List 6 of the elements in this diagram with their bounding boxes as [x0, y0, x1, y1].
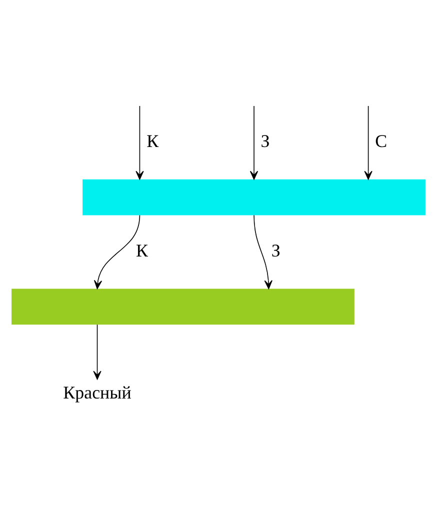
edge-label: К — [146, 131, 159, 152]
edge-label: С — [375, 131, 388, 152]
edge-label: З — [260, 131, 270, 152]
edge-label: К — [136, 240, 148, 261]
edge-label: З — [271, 240, 280, 261]
node-text: Красный — [63, 382, 132, 403]
